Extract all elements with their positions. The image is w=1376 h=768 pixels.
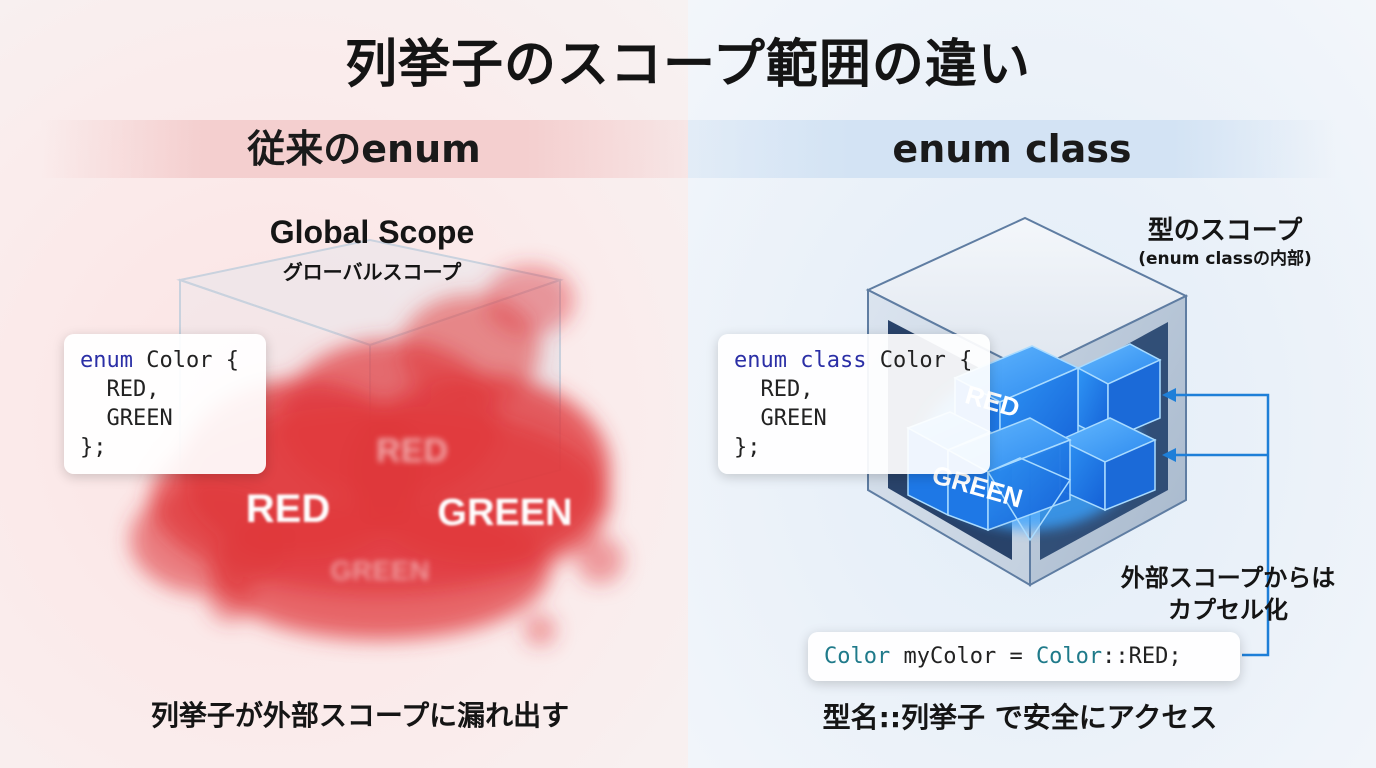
cloud-label-red: RED bbox=[246, 487, 330, 531]
left-code-block: enum Color { RED, GREEN }; bbox=[64, 334, 266, 474]
arrowheads bbox=[1162, 388, 1176, 462]
right-heading-banner: enum class bbox=[688, 120, 1336, 178]
left-heading-banner: 従来のenum bbox=[40, 120, 688, 178]
access-code-block: Color myColor = Color::RED; bbox=[808, 632, 1240, 681]
global-scope-title: Global Scope bbox=[269, 214, 475, 250]
right-code-block: enum class Color { RED, GREEN }; bbox=[718, 334, 990, 474]
access-var: myColor = bbox=[890, 644, 1036, 669]
code-line-red: RED, bbox=[734, 377, 814, 402]
code-line-green: GREEN bbox=[80, 406, 173, 431]
code-keyword-enum: enum bbox=[80, 348, 133, 373]
encapsulation-note-line1: 外部スコープからは bbox=[1120, 564, 1336, 592]
access-type: Color bbox=[824, 644, 891, 669]
type-scope-subtitle: (enum classの内部) bbox=[1138, 249, 1312, 269]
cloud-label-red-faded: RED bbox=[376, 432, 448, 470]
access-type-qualifier: Color bbox=[1035, 644, 1103, 669]
code-line-green: GREEN bbox=[734, 406, 827, 431]
cloud-label-green: GREEN bbox=[437, 492, 572, 534]
code-keyword-enum-class: enum class bbox=[734, 348, 867, 373]
enumerator-boxes bbox=[906, 343, 1162, 542]
code-line-red: RED, bbox=[80, 377, 160, 402]
page-title: 列挙子のスコープ範囲の違い bbox=[345, 35, 1031, 95]
access-enumerator: ::RED; bbox=[1102, 644, 1182, 669]
encapsulation-note-line2: カプセル化 bbox=[1168, 596, 1288, 624]
left-caption: 列挙子が外部スコープに漏れ出す bbox=[150, 699, 570, 732]
right-caption: 型名::列挙子 で安全にアクセス bbox=[822, 701, 1218, 734]
code-color-open: Color { bbox=[132, 348, 239, 373]
type-scope-title: 型のスコープ bbox=[1147, 216, 1303, 246]
global-scope-subtitle: グローバルスコープ bbox=[282, 260, 462, 284]
cloud-label-green-faded: GREEN bbox=[330, 555, 430, 586]
code-line-close: }; bbox=[80, 435, 107, 460]
code-color-open: Color { bbox=[866, 348, 973, 373]
code-line-close: }; bbox=[734, 435, 761, 460]
encapsulation-bracket bbox=[1170, 393, 1270, 657]
